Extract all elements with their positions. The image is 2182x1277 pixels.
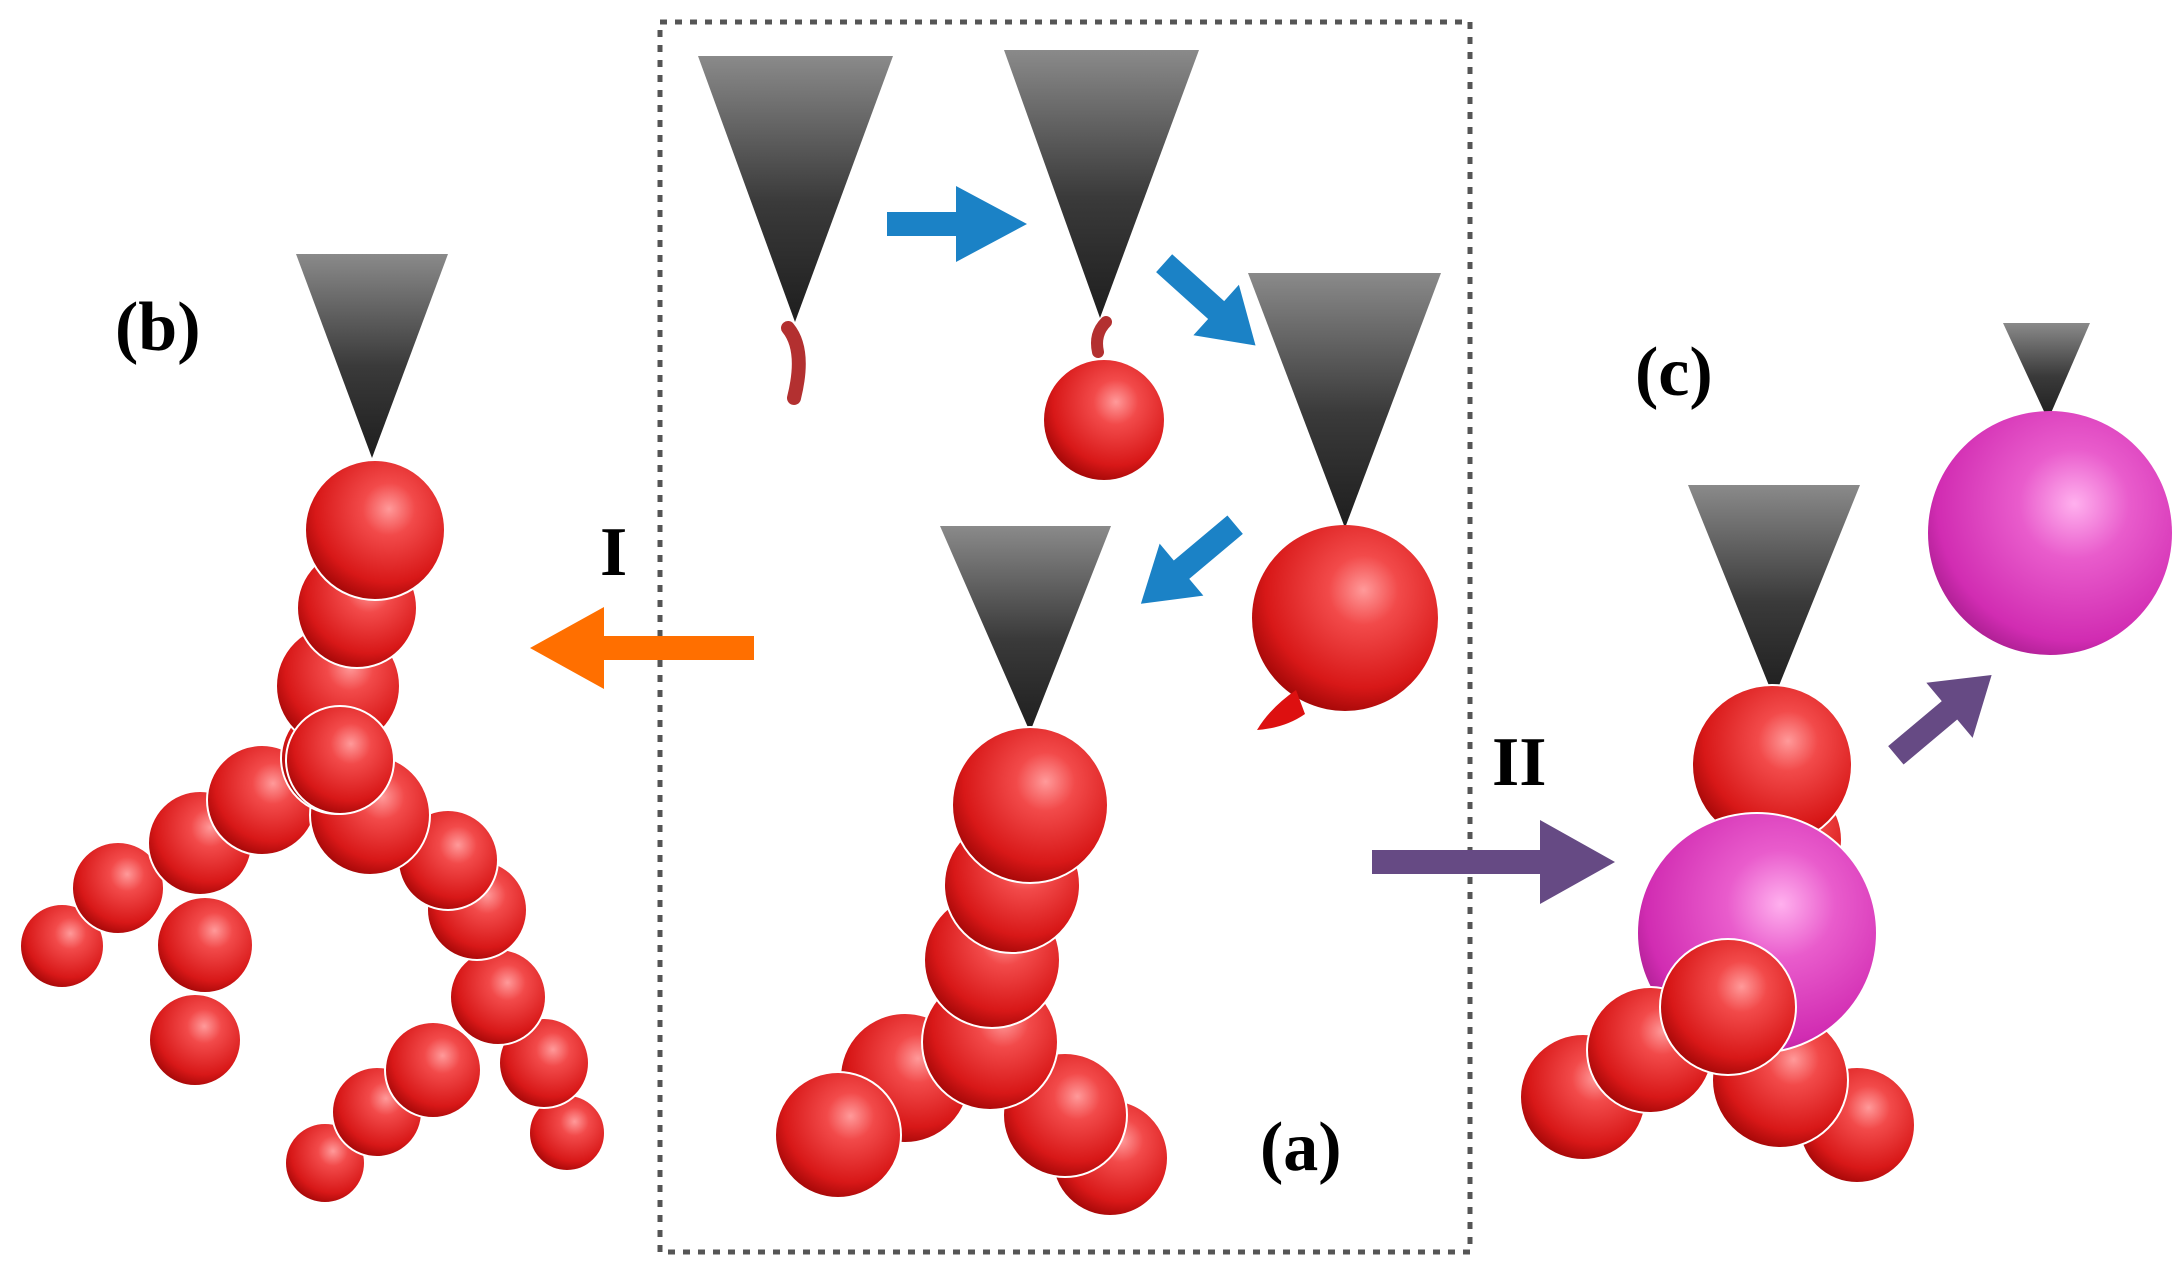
arrow-up-right-icon: [1888, 675, 1992, 765]
sphere-icon: [71, 841, 165, 935]
sphere-icon: [951, 726, 1109, 884]
sphere-icon: [19, 903, 105, 989]
catalyst-icon: [1091, 316, 1112, 358]
tip-icon: [1004, 50, 1199, 318]
tip-icon: [2003, 323, 2090, 420]
panel-c: (c): [1519, 323, 2172, 1184]
sphere-icon: [285, 705, 395, 815]
tip-icon: [296, 254, 448, 458]
arrow-down-right-icon: [1156, 254, 1256, 346]
panel-c-label: (c): [1635, 334, 1713, 411]
sphere-icon: [774, 1071, 902, 1199]
catalyst-icon: [1257, 690, 1305, 730]
sphere-icon: [384, 1021, 482, 1119]
arrow-right-icon: [1372, 820, 1615, 904]
catalyst-icon: [781, 321, 806, 405]
panel-a: (a): [698, 50, 1441, 1217]
path-two-label: II: [1492, 724, 1546, 801]
panel-b: (b): [19, 254, 606, 1204]
path-two: II: [1372, 724, 1615, 904]
sphere-icon: [498, 1017, 590, 1109]
path-one-label: I: [600, 514, 627, 591]
sphere-icon: [1044, 360, 1164, 480]
sphere-icon: [449, 948, 547, 1046]
tip-icon: [698, 56, 893, 322]
path-one: I: [530, 514, 754, 689]
arrow-down-left-icon: [1140, 515, 1243, 604]
panel-a-label: (a): [1260, 1109, 1342, 1186]
sphere-icon: [148, 993, 242, 1087]
tip-icon: [940, 526, 1111, 732]
sphere-icon: [1659, 938, 1797, 1076]
sphere-icon: [156, 896, 254, 994]
tip-icon: [1688, 485, 1860, 698]
arrow-right-icon: [887, 186, 1027, 262]
arrow-left-icon: [530, 607, 754, 689]
sphere-icon: [1252, 525, 1438, 711]
panel-b-label: (b): [115, 289, 201, 366]
tip-icon: [1248, 273, 1441, 528]
sphere-icon: [304, 459, 446, 601]
catalyst-sphere-icon: [1928, 411, 2172, 655]
